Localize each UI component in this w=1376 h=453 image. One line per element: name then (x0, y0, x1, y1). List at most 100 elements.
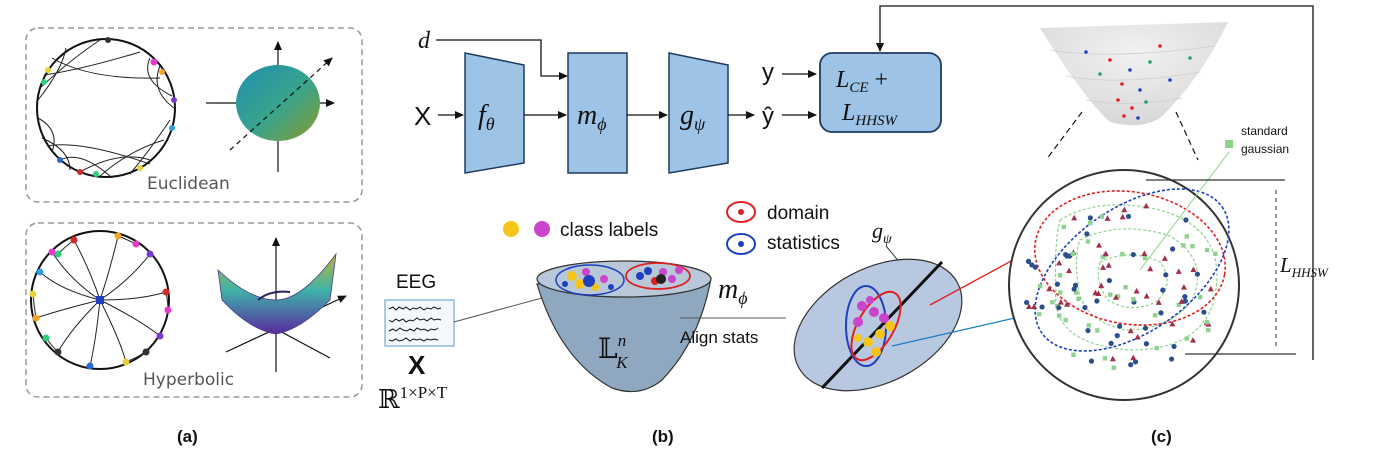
disc-dot-point (1158, 310, 1164, 316)
domain-text: domain (767, 203, 829, 224)
disc-square-point (1086, 323, 1091, 328)
align-m-phi: mϕ (718, 274, 748, 308)
disc-triangle-point (1056, 259, 1063, 266)
disc-triangle-point (1109, 355, 1116, 362)
disc-square-point (1204, 247, 1210, 253)
panel-a: Euclidean (25, 27, 363, 446)
disc-dot-point (1142, 325, 1149, 331)
euclidean-label: Euclidean (147, 174, 230, 194)
disc-square-point (1123, 284, 1128, 290)
disc-square-point (1184, 234, 1190, 239)
disc-dot-point (1088, 358, 1095, 364)
aligned-distribution-disc (793, 258, 963, 392)
statistics-text: statistics (767, 233, 840, 254)
disc-triangle-point (1141, 250, 1148, 256)
disc-square-point (1108, 292, 1113, 297)
disc-triangle-point (1127, 327, 1134, 334)
euclidean-frame (25, 27, 363, 203)
hyperbolic-frame (25, 222, 363, 398)
disc-dot-point (1025, 258, 1032, 264)
disc-square-point (1197, 294, 1203, 300)
hyperbolic-saddle-figure (217, 237, 347, 372)
f-theta-label: fθ (478, 100, 495, 134)
disc-square-point (1061, 224, 1067, 230)
distance-label: LHHSW (1279, 253, 1329, 280)
disc-dot-point (1082, 304, 1088, 311)
loss-hhsw-line: LHHSW (841, 100, 899, 129)
disc-dot-point (1084, 231, 1090, 237)
disc-dot-point (1163, 272, 1169, 278)
f-theta-block (464, 52, 525, 174)
disc-triangle-point (1095, 290, 1102, 296)
disc-dot-point (1125, 213, 1132, 220)
disc-triangle-point (1134, 333, 1141, 340)
yhat-label: ŷ (762, 103, 774, 130)
disc-square-point (1154, 345, 1159, 351)
aligned-class-points (853, 296, 895, 357)
x-input-label: X (414, 101, 431, 131)
disc-triangle-point (1071, 214, 1078, 221)
eeg-label: EEG (396, 272, 436, 293)
gaussian-legend-line2: gaussian (1241, 142, 1289, 156)
disc-square-point (1070, 251, 1076, 257)
disc-triangle-point (1161, 255, 1168, 261)
disc-triangle-point (1175, 268, 1182, 274)
disc-dot-point (1117, 323, 1123, 329)
disc-dot-point (1182, 294, 1188, 300)
disc-square-point (1036, 311, 1042, 317)
disc-square-point (1087, 220, 1093, 226)
disc-dot-point (1024, 299, 1030, 306)
panel-c: standard gaussian LHHSW (c) (1008, 22, 1329, 446)
disc-square-point (1037, 283, 1043, 289)
disc-triangle-point (1025, 303, 1032, 309)
disc-square-point (1142, 255, 1148, 261)
disc-triangle-point (1121, 206, 1128, 213)
disc-triangle-point (1098, 282, 1105, 289)
disc-square-point (1206, 327, 1211, 333)
projection-line (820, 260, 944, 390)
loss-ce-line: LCE+ (835, 67, 888, 96)
eeg-space-label: ℝ1×P×T (378, 383, 448, 414)
disc-dot-point (1094, 298, 1100, 304)
disc-dot-point (1108, 340, 1114, 346)
disc-dot-point (1160, 287, 1166, 293)
mini-hyperbolic-bowl (1040, 22, 1228, 126)
disc-dot-point (1029, 262, 1035, 268)
class-labels-text: class labels (560, 220, 658, 241)
disc-triangle-point (1112, 294, 1119, 300)
disc-square-point (1058, 290, 1063, 295)
disc-square-point (1095, 328, 1100, 333)
disc-dot-point (1087, 215, 1093, 221)
disc-triangle-point (1143, 292, 1150, 299)
disc-square-point (1071, 352, 1076, 358)
disc-square-point (1102, 356, 1108, 361)
panel-b-pipeline: d X fθ mϕ gψ y ŷ LCE+ (414, 5, 1314, 360)
disc-triangle-point (1130, 354, 1137, 361)
disc-triangle-point (1190, 266, 1197, 273)
align-stats-text: Align stats (680, 328, 758, 347)
disc-dot-point (1063, 251, 1069, 258)
disc-triangle-point (1096, 242, 1103, 248)
disc-dot-point (1056, 305, 1062, 311)
disc-square-point (1050, 299, 1055, 305)
blue-domain-ellipse (1034, 188, 1230, 352)
disc-square-point (1176, 302, 1182, 308)
disc-square-point (1074, 290, 1079, 295)
disc-dot-point (1194, 271, 1201, 277)
disc-triangle-point (1104, 215, 1111, 221)
disc-triangle-point (1133, 287, 1140, 294)
caption-b: (b) (652, 427, 674, 446)
disc-dot-point (1143, 341, 1149, 347)
m-phi-block (567, 52, 628, 174)
red-domain-ellipse (1033, 190, 1227, 326)
caption-c: (c) (1151, 427, 1172, 446)
disc-dot-point (1085, 327, 1091, 334)
hyperbolic-disc-figure (29, 230, 172, 370)
disc-dot-point (1132, 359, 1139, 365)
domain-red-icon (726, 201, 756, 223)
manifold-class-points (562, 266, 683, 291)
disc-dot-point (1054, 281, 1060, 287)
disc-dot-point (1201, 309, 1207, 315)
euclidean-plane-figure (206, 41, 335, 172)
